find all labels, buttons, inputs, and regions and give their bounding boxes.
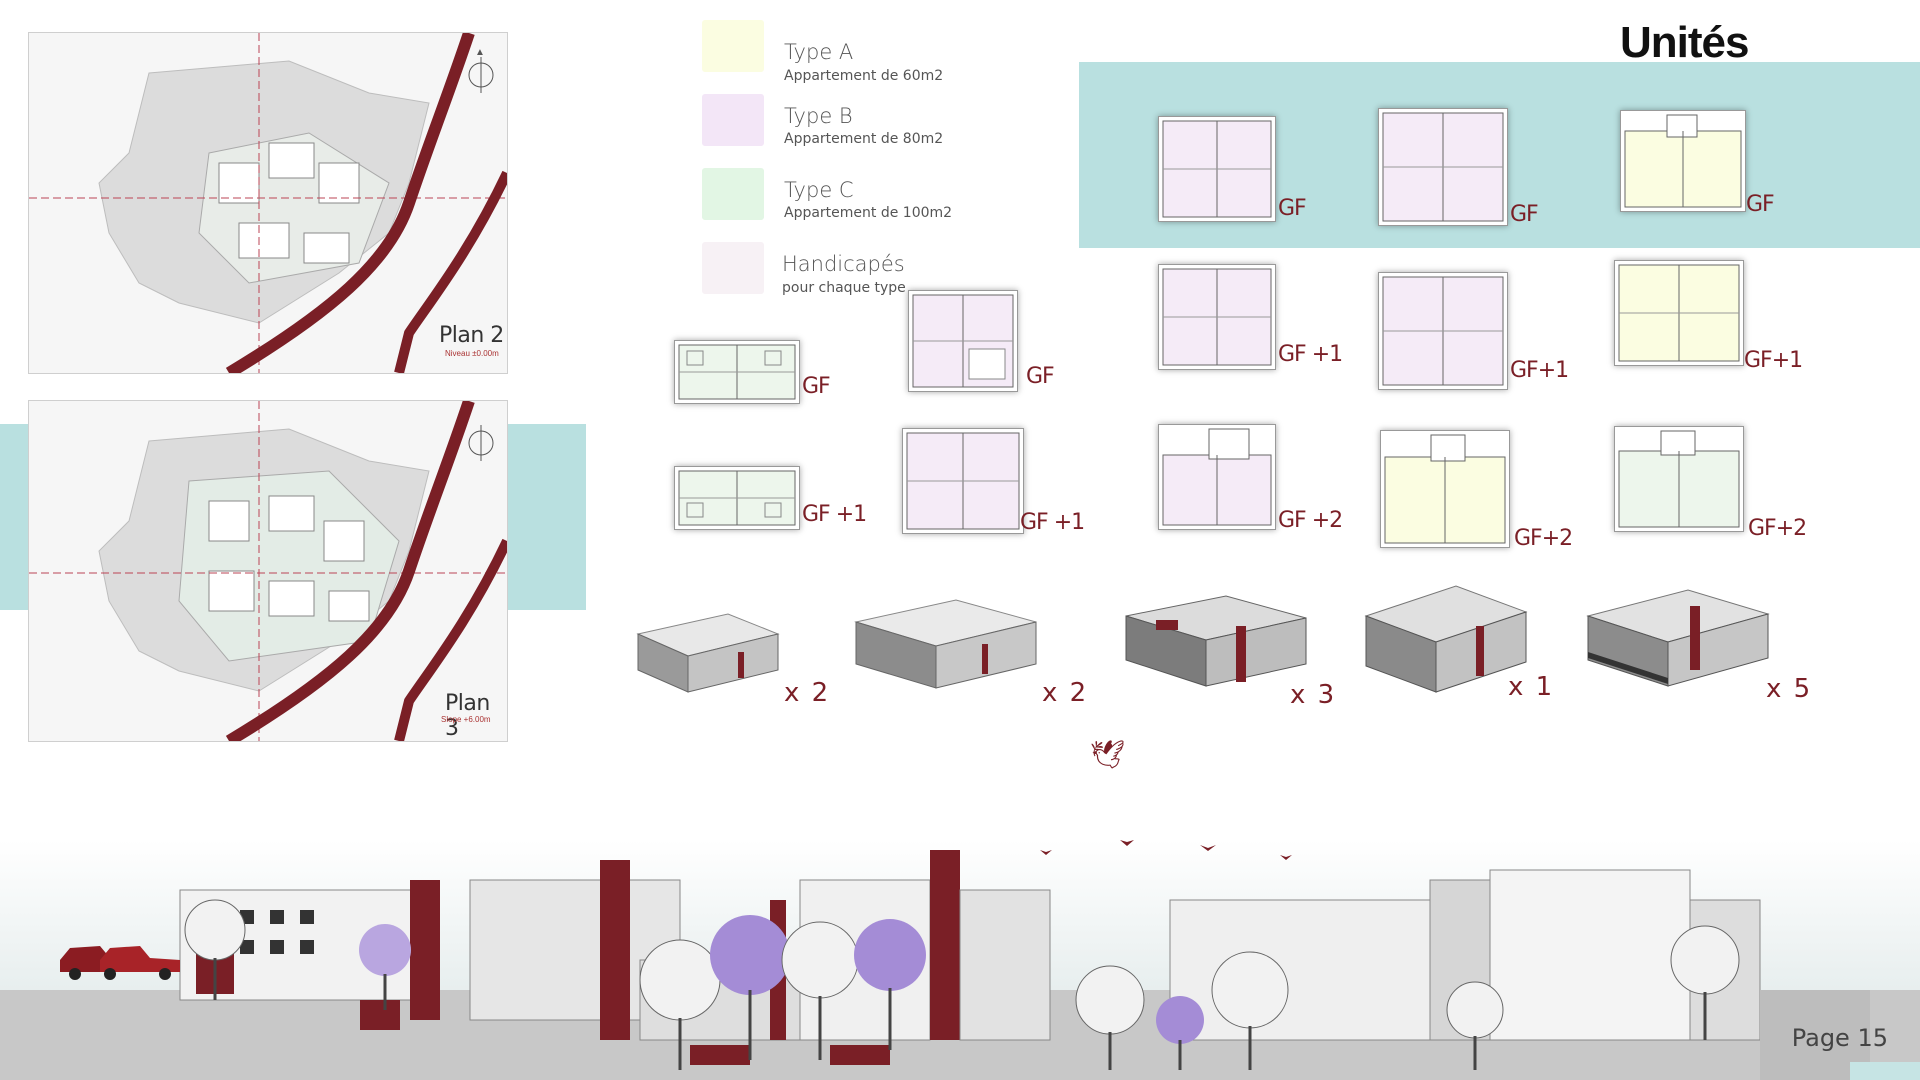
north-arrow-icon: ▲	[475, 47, 485, 58]
bird-flock	[1040, 840, 1292, 860]
corner-accent	[1850, 1062, 1920, 1080]
iso-building-2	[854, 599, 1037, 689]
floor-plan-c5-gf2	[1614, 426, 1744, 532]
floor-plan-c5-gf1	[1614, 260, 1744, 366]
site-plan-2-drawing	[29, 33, 507, 373]
floor-plan-c2-gf1	[902, 428, 1024, 534]
plan-3-sublabel: Slope +6.00m	[441, 715, 491, 724]
site-plan-3-drawing	[29, 401, 507, 741]
count-1: x 2	[784, 678, 831, 708]
floor-plan-c3-gf1	[1158, 264, 1276, 370]
count-2: x 2	[1042, 678, 1089, 708]
floor-plan-c5-gf1-label: GF+1	[1744, 348, 1803, 373]
tree-icon	[184, 899, 1740, 1070]
floor-plan-c4-gf2	[1380, 430, 1510, 548]
legend-handicapes-sub: pour chaque type	[782, 280, 906, 296]
plan-2-label: Plan 2	[439, 323, 504, 348]
legend-swatch-handicapes	[702, 242, 764, 294]
legend-type-b-sub: Appartement de 80m2	[784, 131, 944, 147]
legend-handicapes-title: Handicapés	[782, 252, 905, 276]
street-elevation	[0, 840, 1920, 1080]
iso-building-3	[1125, 595, 1307, 687]
floor-plan-c5-gf2-label: GF+2	[1748, 516, 1807, 541]
count-5: x 5	[1766, 674, 1813, 704]
car-icon	[60, 946, 180, 980]
floor-plan-c5-gf-label: GF	[1746, 192, 1775, 217]
floor-plan-c2-gf	[908, 290, 1018, 392]
floor-plan-c2-gf1-label: GF +1	[1020, 510, 1085, 535]
floor-plan-c3-gf2-label: GF +2	[1278, 508, 1343, 533]
legend-swatch-type-c	[702, 168, 764, 220]
floor-plan-c1-gf	[674, 340, 800, 404]
legend-type-c-sub: Appartement de 100m2	[784, 205, 953, 221]
floor-plan-c3-gf	[1158, 116, 1276, 222]
iso-building-4	[1364, 585, 1528, 693]
site-plan-2: ▲ Plan 2 Niveau ±0.00m	[28, 32, 508, 374]
count-4: x 1	[1508, 672, 1555, 702]
floor-plan-c4-gf2-label: GF+2	[1514, 526, 1573, 551]
site-plan-3: Plan 3 Slope +6.00m	[28, 400, 508, 742]
plan-3-label: Plan 3	[445, 691, 490, 741]
iso-building-1	[636, 613, 780, 693]
legend-swatch-type-b	[702, 94, 764, 146]
floor-plan-c5-gf	[1620, 110, 1746, 212]
legend-swatch-type-a	[702, 20, 764, 72]
legend-type-a-title: Type A	[784, 40, 854, 64]
plan-2-sublabel: Niveau ±0.00m	[445, 349, 499, 358]
floor-plan-c3-gf2	[1158, 424, 1276, 530]
floor-plan-c1-gf1	[674, 466, 800, 530]
floor-plan-c1-gf-label: GF	[802, 374, 831, 399]
floor-plan-c4-gf-label: GF	[1510, 202, 1539, 227]
floor-plan-c3-gf1-label: GF +1	[1278, 342, 1343, 367]
page-title: Unités	[1620, 18, 1749, 67]
count-3: x 3	[1290, 680, 1337, 710]
legend-type-c-title: Type C	[784, 178, 854, 202]
page-number: Page 15	[1791, 1024, 1888, 1052]
legend-type-a-sub: Appartement de 60m2	[784, 68, 944, 84]
legend-type-b-title: Type B	[784, 104, 853, 128]
floor-plan-c4-gf	[1378, 108, 1508, 226]
floor-plan-c3-gf-label: GF	[1278, 196, 1307, 221]
iso-building-5	[1586, 589, 1770, 687]
floor-plan-c4-gf1	[1378, 272, 1508, 390]
floor-plan-c1-gf1-label: GF +1	[802, 502, 867, 527]
floor-plan-c2-gf-label: GF	[1026, 364, 1055, 389]
floor-plan-c4-gf1-label: GF+1	[1510, 358, 1569, 383]
bird-icon: 🕊	[1090, 739, 1126, 770]
